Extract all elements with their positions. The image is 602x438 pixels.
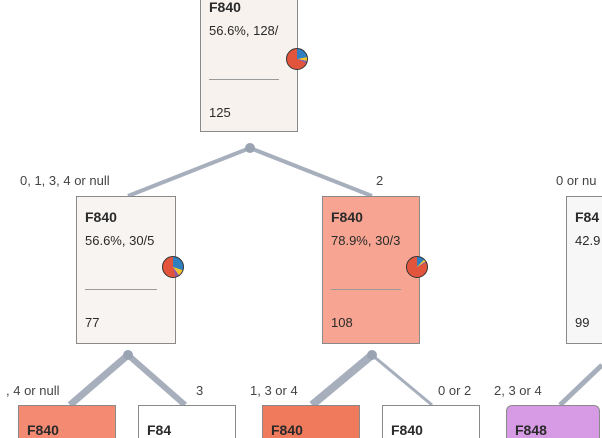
- tree-node-b2[interactable]: F84: [138, 405, 236, 438]
- node-divider: [331, 289, 401, 290]
- node-title: F840: [271, 422, 303, 438]
- node-title: F840: [209, 0, 241, 15]
- tree-node-root[interactable]: F840 56.6%, 128/ 125: [200, 0, 298, 132]
- branch-label-right: 0 or nu: [556, 173, 597, 188]
- node-title: F840: [391, 422, 423, 438]
- tree-node-b3[interactable]: F840: [262, 405, 360, 438]
- branch-label-b4: 0 or 2: [438, 383, 472, 398]
- branch-label-b1: , 4 or null: [6, 383, 60, 398]
- branch-label-mid: 2: [376, 173, 384, 188]
- node-count: 108: [331, 315, 353, 330]
- edge-left-b1: [67, 352, 131, 408]
- tree-node-b5[interactable]: F848: [506, 405, 600, 438]
- branch-label-b3: 1, 3 or 4: [250, 383, 298, 398]
- edge-right-b5: [558, 363, 602, 407]
- tree-node-b4[interactable]: F840: [382, 405, 480, 438]
- node-title: F84: [147, 422, 172, 438]
- node-title: F840: [85, 209, 117, 225]
- node-divider: [85, 289, 157, 290]
- edge-mid-b4: [371, 353, 433, 407]
- pie-chart-icon: [406, 256, 428, 278]
- node-count: 99: [575, 315, 590, 330]
- split-joint-mid: [367, 350, 377, 360]
- node-stat: 42.9: [575, 233, 601, 248]
- node-title: F848: [515, 422, 547, 438]
- split-joint-left: [123, 350, 133, 360]
- pie-chart-icon: [286, 48, 308, 70]
- tree-node-b1[interactable]: F840: [18, 405, 116, 438]
- tree-node-right[interactable]: F84 42.9 99: [566, 196, 602, 344]
- pie-chart-icon: [162, 256, 184, 278]
- branch-label-left: 0, 1, 3, 4 or null: [20, 173, 110, 188]
- branch-label-b2: 3: [196, 383, 204, 398]
- node-stat: 78.9%, 30/3: [331, 233, 401, 248]
- node-title: F84: [575, 209, 600, 225]
- branch-label-b5: 2, 3 or 4: [494, 383, 542, 398]
- edge-mid-b3: [309, 351, 375, 409]
- edge-left-b2: [126, 352, 187, 408]
- edge-root-mid: [249, 146, 373, 198]
- node-divider: [209, 79, 279, 80]
- node-stat: 56.6%, 128/: [209, 23, 279, 38]
- edge-root-left: [127, 146, 251, 198]
- node-count: 125: [209, 105, 231, 120]
- node-title: F840: [27, 422, 59, 438]
- node-stat: 56.6%, 30/5: [85, 233, 155, 248]
- tree-node-mid[interactable]: F840 78.9%, 30/3 108: [322, 196, 420, 344]
- tree-node-left[interactable]: F840 56.6%, 30/5 77: [76, 196, 176, 344]
- split-joint-root: [245, 143, 255, 153]
- node-count: 77: [85, 315, 100, 330]
- node-title: F840: [331, 209, 363, 225]
